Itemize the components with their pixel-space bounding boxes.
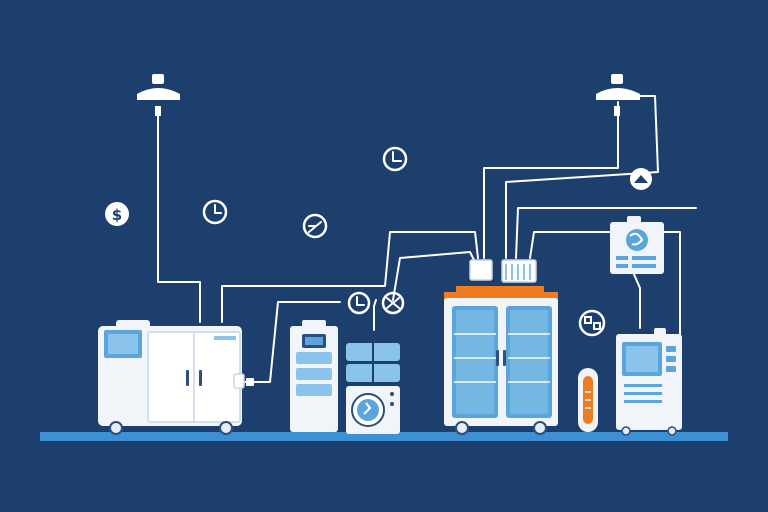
wire-lamp-left xyxy=(157,111,201,323)
dollar-coin-icon: $ xyxy=(105,202,129,226)
door-handle-left xyxy=(186,370,189,386)
floor-line xyxy=(40,432,728,441)
door-handle-right xyxy=(199,370,202,386)
tall-control-unit xyxy=(290,320,338,432)
wire-to-thermostat xyxy=(529,231,613,259)
junction-box-left xyxy=(469,259,493,281)
plug-connector xyxy=(246,378,254,386)
wire-lamp-right-a xyxy=(483,101,619,259)
recycle-icon xyxy=(578,309,606,337)
fan-icon xyxy=(381,291,405,315)
clock-icon xyxy=(382,146,408,172)
washer-stack xyxy=(346,343,400,434)
clock-icon xyxy=(347,291,371,315)
refrigerator xyxy=(444,259,558,435)
wire-right-side-device xyxy=(663,231,681,341)
wire-left-unit-to-fridge xyxy=(221,231,479,323)
house-energy-icon xyxy=(630,168,652,190)
orange-top-strip xyxy=(456,286,544,292)
gauge-icon xyxy=(302,213,328,239)
cabinet-unit-left xyxy=(98,320,245,435)
dollar-symbol: $ xyxy=(112,206,122,224)
wire-right-long xyxy=(515,207,697,259)
wire-thermostat-to-device xyxy=(632,271,641,329)
ceiling-lamp-right xyxy=(596,74,640,116)
wires xyxy=(157,95,697,383)
wire-fan-branch xyxy=(392,251,476,301)
ceiling-lamp-left xyxy=(137,74,180,116)
power-symbol xyxy=(363,402,372,415)
wire-washer-branch xyxy=(373,299,377,331)
clock-icon xyxy=(202,199,228,225)
wall-thermostat xyxy=(610,216,664,274)
thermometer-icon xyxy=(578,368,598,432)
globe-icon xyxy=(626,229,648,251)
terminal-unit-right xyxy=(616,328,682,436)
wire-lamp-right-b xyxy=(505,95,659,259)
wire-plug-loop xyxy=(243,301,341,383)
